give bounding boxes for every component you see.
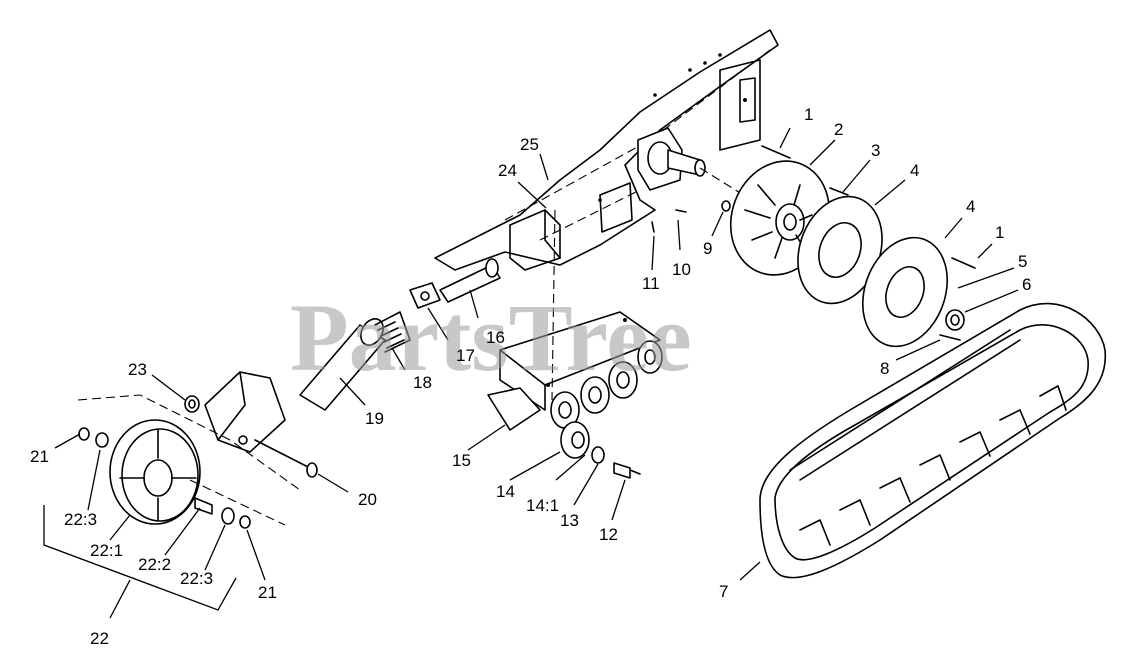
callout-14-1: 14:1 <box>526 496 559 515</box>
callout-23: 23 <box>128 360 147 379</box>
callout-labels: 1 2 3 4 4 1 5 6 8 7 9 10 11 12 13 14:1 1… <box>30 105 1031 648</box>
bolt-12 <box>613 462 641 479</box>
callout-14: 14 <box>496 482 515 501</box>
sprocket-plate-b <box>862 236 948 348</box>
idler-outline <box>77 394 301 491</box>
callout-2: 2 <box>834 120 843 139</box>
idler-washers <box>78 427 251 529</box>
nut-23 <box>184 395 200 413</box>
callout-8: 8 <box>880 359 889 378</box>
bolt-axis-line <box>551 209 556 401</box>
callout-1: 1 <box>995 223 1004 242</box>
callout-18: 18 <box>413 373 432 392</box>
spindle-hub <box>637 127 801 231</box>
callout-20: 20 <box>358 490 377 509</box>
sprocket-plate-a <box>797 195 883 305</box>
roller-bogie <box>487 311 663 431</box>
rubber-track <box>759 302 1107 579</box>
callout-1: 1 <box>804 105 813 124</box>
block-17 <box>409 282 441 309</box>
callout-19: 19 <box>365 409 384 428</box>
callout-22-1: 22:1 <box>90 541 123 560</box>
leader-lines <box>43 127 1019 619</box>
callout-4: 4 <box>966 197 975 216</box>
tension-tube <box>299 318 386 411</box>
callout-21: 21 <box>30 447 49 466</box>
small-bolts <box>651 145 976 341</box>
callout-22-3: 22:3 <box>64 510 97 529</box>
yoke-bracket <box>204 371 286 453</box>
callout-9: 9 <box>703 239 712 258</box>
spring-18 <box>374 311 411 353</box>
callout-24: 24 <box>498 161 517 180</box>
callout-12: 12 <box>599 525 618 544</box>
callout-21: 21 <box>258 583 277 602</box>
callout-17: 17 <box>456 346 475 365</box>
idler-axis-line <box>189 479 286 526</box>
callout-4: 4 <box>910 161 919 180</box>
nut-6 <box>945 309 965 331</box>
callout-22-2: 22:2 <box>138 555 171 574</box>
callout-5: 5 <box>1018 252 1027 271</box>
callout-22: 22 <box>90 629 109 648</box>
callout-15: 15 <box>452 451 471 470</box>
callout-11: 11 <box>642 274 660 293</box>
main-frame <box>434 29 779 271</box>
callout-16: 16 <box>486 328 505 347</box>
callout-3: 3 <box>871 141 880 160</box>
callout-7: 7 <box>719 582 728 601</box>
callout-22-3: 22:3 <box>180 569 213 588</box>
callout-13: 13 <box>560 511 579 530</box>
rod-16 <box>439 258 501 303</box>
callout-6: 6 <box>1022 275 1031 294</box>
bolt-20 <box>254 439 318 478</box>
callout-10: 10 <box>672 260 691 279</box>
roller-14 <box>560 421 590 459</box>
idler-wheel <box>109 419 201 525</box>
callout-25: 25 <box>520 135 539 154</box>
clip-13 <box>591 446 605 464</box>
watermark: PartsTree <box>290 284 692 391</box>
